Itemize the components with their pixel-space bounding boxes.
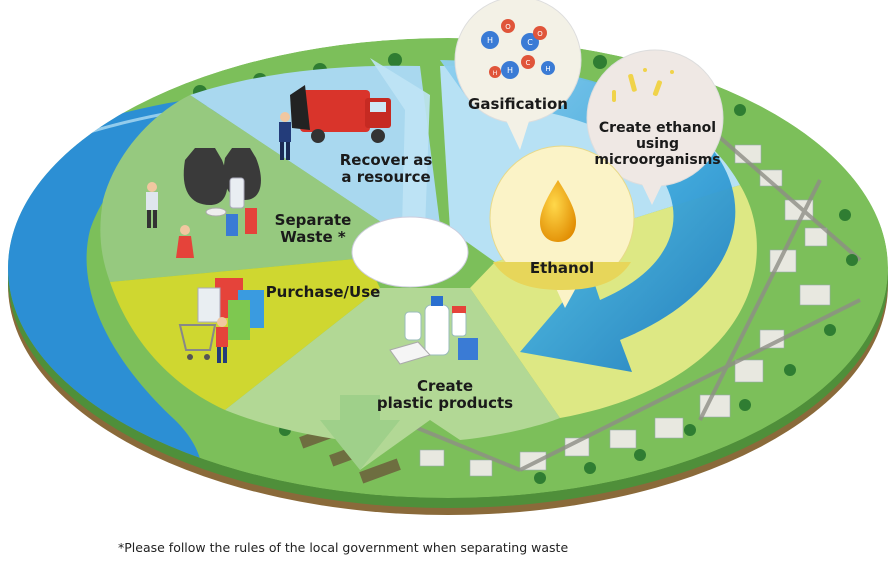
svg-text:H: H	[487, 36, 493, 45]
recover-arrow	[370, 58, 452, 262]
svg-text:C: C	[527, 38, 533, 47]
svg-text:H: H	[545, 65, 550, 73]
svg-text:C: C	[526, 59, 531, 67]
label-recover: Recover as a resource	[339, 151, 433, 187]
footnote: *Please follow the rules of the local go…	[118, 540, 569, 555]
microorganisms-bubble	[586, 49, 724, 205]
center-hole	[351, 216, 469, 288]
label-gasification: Gasification	[468, 95, 568, 113]
label-ethanol: Ethanol	[529, 259, 595, 277]
gasification-bubble: H C O H C O H H	[454, 0, 582, 150]
label-separate-waste: Separate Waste *	[274, 211, 352, 247]
shopping-cart-icon	[178, 317, 228, 363]
microorganism-icon	[612, 68, 674, 102]
label-create-ethanol: Create ethanol using microorganisms	[594, 120, 721, 169]
segment-plastic	[225, 288, 560, 470]
garbage-truck-icon	[290, 85, 391, 143]
shopping-bags-icon	[197, 278, 264, 340]
label-create-plastic: Create plastic products	[376, 377, 514, 413]
svg-text:H: H	[493, 70, 498, 77]
people-separating-icon	[146, 182, 194, 258]
svg-text:O: O	[505, 23, 511, 31]
ethanol-band	[493, 262, 631, 290]
ethanol-bubble	[489, 145, 635, 308]
worker-icon	[279, 112, 291, 160]
plastic-products-icon	[389, 296, 478, 365]
svg-text:H: H	[507, 66, 513, 75]
molecules-icon: H C O H C O H H	[481, 19, 555, 79]
label-purchase-use: Purchase/Use	[265, 283, 381, 301]
plastic-arrow	[320, 395, 400, 470]
oil-drop-icon	[540, 180, 576, 242]
svg-text:O: O	[537, 30, 543, 38]
bottles-cups-icon	[205, 177, 257, 236]
